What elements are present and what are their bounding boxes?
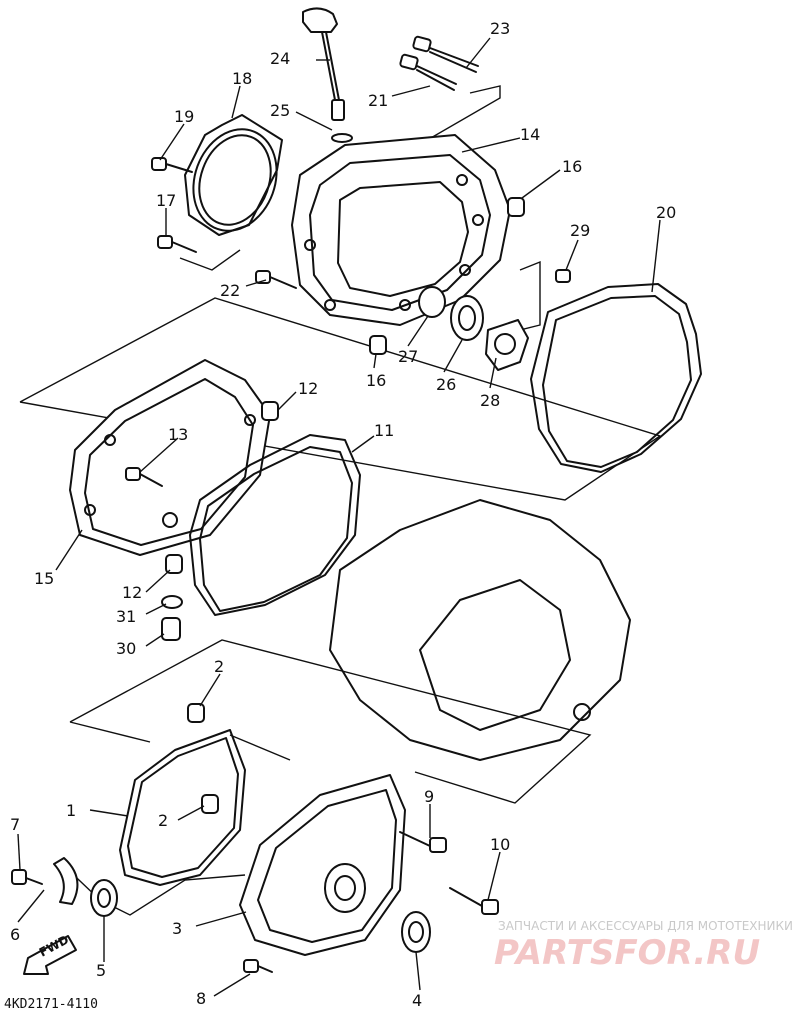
dowel-12-lower[interactable] <box>165 554 183 574</box>
clutch-cover-plate[interactable] <box>180 114 291 243</box>
callout-1: 1 <box>66 801 76 820</box>
callout-numbers: 1 2 2 3 4 5 6 7 8 9 10 11 12 12 13 14 15… <box>10 19 676 1010</box>
explosion-guide-lines <box>19 85 662 916</box>
callout-2: 2 <box>158 811 168 830</box>
callout-5: 5 <box>96 961 106 980</box>
callout-23: 23 <box>490 19 510 38</box>
leader-lines <box>17 37 661 997</box>
callout-2: 2 <box>214 657 224 676</box>
crankcase-cover-left[interactable] <box>69 359 271 556</box>
callout-18: 18 <box>232 69 252 88</box>
bolt-10[interactable] <box>449 887 499 915</box>
callout-19: 19 <box>174 107 194 126</box>
dowel-16-upper[interactable] <box>507 197 525 217</box>
callout-26: 26 <box>436 375 456 394</box>
callout-6: 6 <box>10 925 20 944</box>
washer-31[interactable] <box>161 595 183 609</box>
bolt-13[interactable] <box>125 467 163 487</box>
callout-17: 17 <box>156 191 176 210</box>
watermark-brand: PARTSFOR.RU <box>494 933 760 973</box>
watermark-tagline: ЗАПЧАСТИ И АКСЕССУАРЫ ДЛЯ МОТОТЕХНИКИ <box>498 919 793 933</box>
oil-seal-4[interactable] <box>401 911 431 953</box>
dipstick-o-ring[interactable] <box>331 133 353 143</box>
callout-4: 4 <box>412 991 422 1010</box>
callout-11: 11 <box>374 421 394 440</box>
bracket-6[interactable] <box>53 857 79 905</box>
bolt-9[interactable] <box>399 831 447 853</box>
bolt-17[interactable] <box>157 235 197 253</box>
callout-16: 16 <box>562 157 582 176</box>
dowel-2-upper[interactable] <box>187 703 205 723</box>
bolt-8[interactable] <box>243 959 273 973</box>
fwd-arrow-icon: FWD <box>23 933 77 975</box>
oil-seal-27[interactable] <box>418 286 446 318</box>
bolt-19[interactable] <box>151 157 193 173</box>
callout-9: 9 <box>424 787 434 806</box>
callout-12: 12 <box>122 583 142 602</box>
plug-30[interactable] <box>161 617 181 641</box>
screw-29[interactable] <box>555 269 571 283</box>
gasket-1[interactable] <box>119 729 246 886</box>
callout-14: 14 <box>520 125 540 144</box>
callout-25: 25 <box>270 101 290 120</box>
callout-27: 27 <box>398 347 418 366</box>
bolt-22[interactable] <box>255 270 297 289</box>
callout-12: 12 <box>298 379 318 398</box>
callout-16: 16 <box>366 371 386 390</box>
callout-29: 29 <box>570 221 590 240</box>
gasket-20[interactable] <box>530 283 702 473</box>
crankcase-cover-lower[interactable] <box>239 774 406 956</box>
callout-28: 28 <box>480 391 500 410</box>
callout-21: 21 <box>368 91 388 110</box>
callout-31: 31 <box>116 607 136 626</box>
retainer-plate-28[interactable] <box>485 319 529 371</box>
callout-22: 22 <box>220 281 240 300</box>
callout-13: 13 <box>168 425 188 444</box>
bearing-26[interactable] <box>450 295 484 341</box>
crankcase-engine <box>329 499 631 761</box>
oil-seal-5[interactable] <box>90 879 118 917</box>
callout-3: 3 <box>172 919 182 938</box>
dowel-16-lower[interactable] <box>369 335 387 355</box>
callout-10: 10 <box>490 835 510 854</box>
dipstick[interactable] <box>302 7 345 121</box>
dowel-2-lower[interactable] <box>201 794 219 814</box>
callout-8: 8 <box>196 989 206 1008</box>
bolts-long-upper[interactable] <box>399 35 479 91</box>
callout-7: 7 <box>10 815 20 834</box>
bolt-7[interactable] <box>11 869 43 885</box>
diagram-code: 4KD2171-4110 <box>4 997 98 1012</box>
crankcase-cover-right[interactable] <box>291 134 511 326</box>
callout-24: 24 <box>270 49 290 68</box>
callout-15: 15 <box>34 569 54 588</box>
gasket-11[interactable] <box>189 434 361 616</box>
callout-30: 30 <box>116 639 136 658</box>
callout-20: 20 <box>656 203 676 222</box>
dowel-12-upper[interactable] <box>261 401 279 421</box>
